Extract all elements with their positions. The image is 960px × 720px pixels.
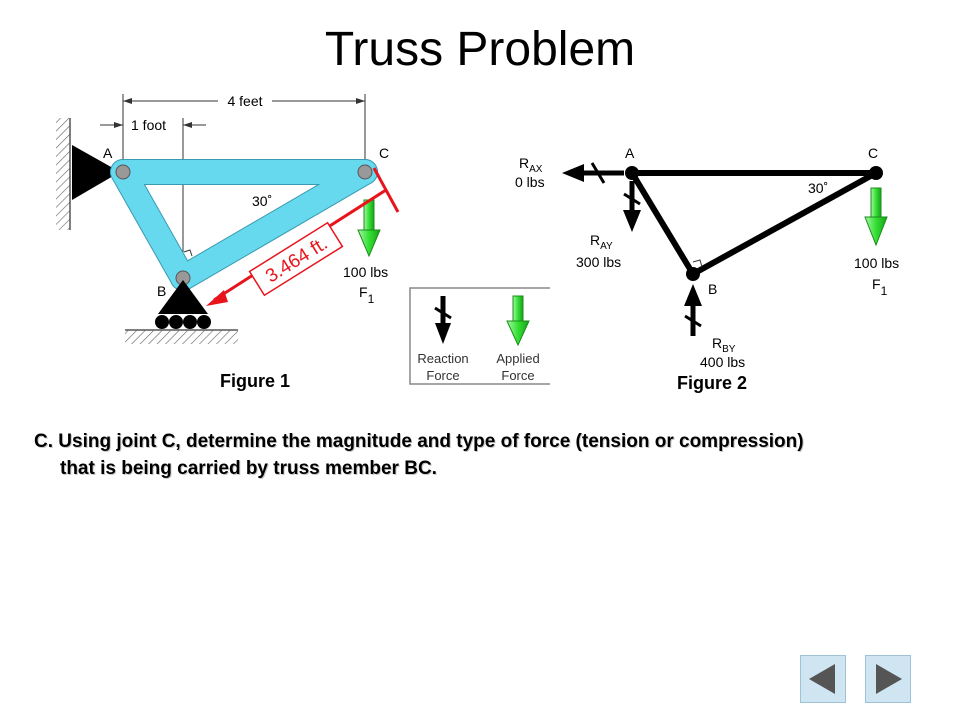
fig1-dim-1ft: 1 foot bbox=[131, 117, 166, 133]
fig1-dim-arrow-left bbox=[123, 98, 132, 104]
fig1-roller-1 bbox=[155, 315, 169, 329]
fig1-roller-2 bbox=[169, 315, 183, 329]
triangle-right-icon bbox=[876, 664, 902, 694]
fig2-joint-a bbox=[625, 166, 639, 180]
fig2-joint-b bbox=[686, 267, 700, 281]
fig2-label-c: C bbox=[868, 145, 878, 161]
fig2-ray-value: 300 lbs bbox=[576, 254, 621, 270]
fig1-dim-1ft-arrow-right bbox=[183, 122, 192, 128]
next-slide-button[interactable] bbox=[865, 655, 911, 703]
fig2-member-ab bbox=[629, 171, 696, 276]
fig1-force-f1-arrow bbox=[357, 199, 381, 258]
fig1-dim-1ft-arrow-left bbox=[114, 122, 123, 128]
fig2-ray-name: RAY bbox=[590, 232, 613, 252]
fig1-member-bc bbox=[171, 160, 377, 290]
figure1-diagram: 4 feet 1 foot A C B bbox=[56, 92, 400, 391]
legend-applied-arrow bbox=[506, 295, 530, 347]
page-title: Truss Problem bbox=[324, 23, 636, 76]
fig1-dim-arrow-right bbox=[356, 98, 365, 104]
fig1-pin-c bbox=[357, 164, 373, 180]
fig2-label-b: B bbox=[708, 281, 717, 297]
fig1-right-angle-mark bbox=[183, 249, 193, 257]
fig2-rby-value: 400 lbs bbox=[700, 354, 745, 370]
fig1-roller-3 bbox=[183, 315, 197, 329]
fig1-pin-a bbox=[115, 164, 131, 180]
fig1-support-a bbox=[72, 145, 120, 200]
legend-applied-line2: Force bbox=[501, 368, 534, 383]
fig2-rax-name: RAX bbox=[519, 155, 543, 175]
legend-reaction-arrow bbox=[434, 296, 452, 344]
legend-reaction-line1: Reaction bbox=[417, 351, 468, 366]
fig2-ray-arrow bbox=[623, 181, 641, 232]
fig2-joint-c bbox=[869, 166, 883, 180]
legend-right-mask bbox=[550, 286, 562, 386]
fig1-roller-4 bbox=[197, 315, 211, 329]
fig1-label-c: C bbox=[379, 145, 389, 161]
legend-box bbox=[409, 287, 559, 385]
force-legend: Reaction Force Applied Force bbox=[409, 286, 562, 386]
fig2-f1-name: F1 bbox=[872, 276, 888, 298]
fig2-label-a: A bbox=[625, 145, 635, 161]
fig2-rby-arrow bbox=[684, 284, 702, 336]
fig2-rax-arrow bbox=[562, 162, 624, 184]
fig2-rby-name: RBY bbox=[712, 335, 736, 355]
legend-reaction-line2: Force bbox=[426, 368, 459, 383]
figure2-diagram: A C B 30˚ RAX 0 lbs RAY 300 lbs RBY 400 … bbox=[515, 145, 899, 393]
fig2-member-bc bbox=[691, 170, 878, 277]
fig2-caption: Figure 2 bbox=[677, 373, 747, 393]
question-text: C. Using joint C, determine the magnitud… bbox=[34, 428, 834, 482]
fig1-wall-hatch bbox=[56, 118, 70, 230]
fig1-member-ab bbox=[111, 160, 195, 290]
fig1-callout-arrowhead bbox=[206, 290, 228, 306]
previous-slide-button[interactable] bbox=[800, 655, 846, 703]
question-line2: compression) that is being carried by tr… bbox=[60, 431, 804, 479]
fig2-f1-value: 100 lbs bbox=[854, 255, 899, 271]
fig2-angle: 30˚ bbox=[808, 180, 828, 196]
fig1-dim-label-bg bbox=[218, 92, 272, 110]
fig2-right-angle-mark bbox=[692, 259, 703, 268]
fig1-dim-4ft: 4 feet bbox=[227, 93, 262, 109]
fig1-force-value: 100 lbs bbox=[343, 264, 388, 280]
question-line1: C. Using joint C, determine the magnitud… bbox=[34, 431, 674, 452]
fig1-angle: 30˚ bbox=[252, 193, 272, 209]
fig1-support-b bbox=[158, 280, 208, 314]
fig1-ground-hatch bbox=[125, 330, 238, 344]
fig2-f1-arrow bbox=[864, 187, 888, 247]
fig2-rax-value: 0 lbs bbox=[515, 174, 545, 190]
triangle-left-icon bbox=[809, 664, 835, 694]
legend-applied-line1: Applied bbox=[496, 351, 539, 366]
fig1-label-b: B bbox=[157, 283, 166, 299]
question-paragraph: C. Using joint C, determine the magnitud… bbox=[34, 428, 834, 482]
fig1-members bbox=[110, 159, 378, 291]
fig1-caption: Figure 1 bbox=[220, 371, 290, 391]
fig1-label-a: A bbox=[103, 145, 113, 161]
fig1-force-name: F1 bbox=[359, 284, 375, 306]
